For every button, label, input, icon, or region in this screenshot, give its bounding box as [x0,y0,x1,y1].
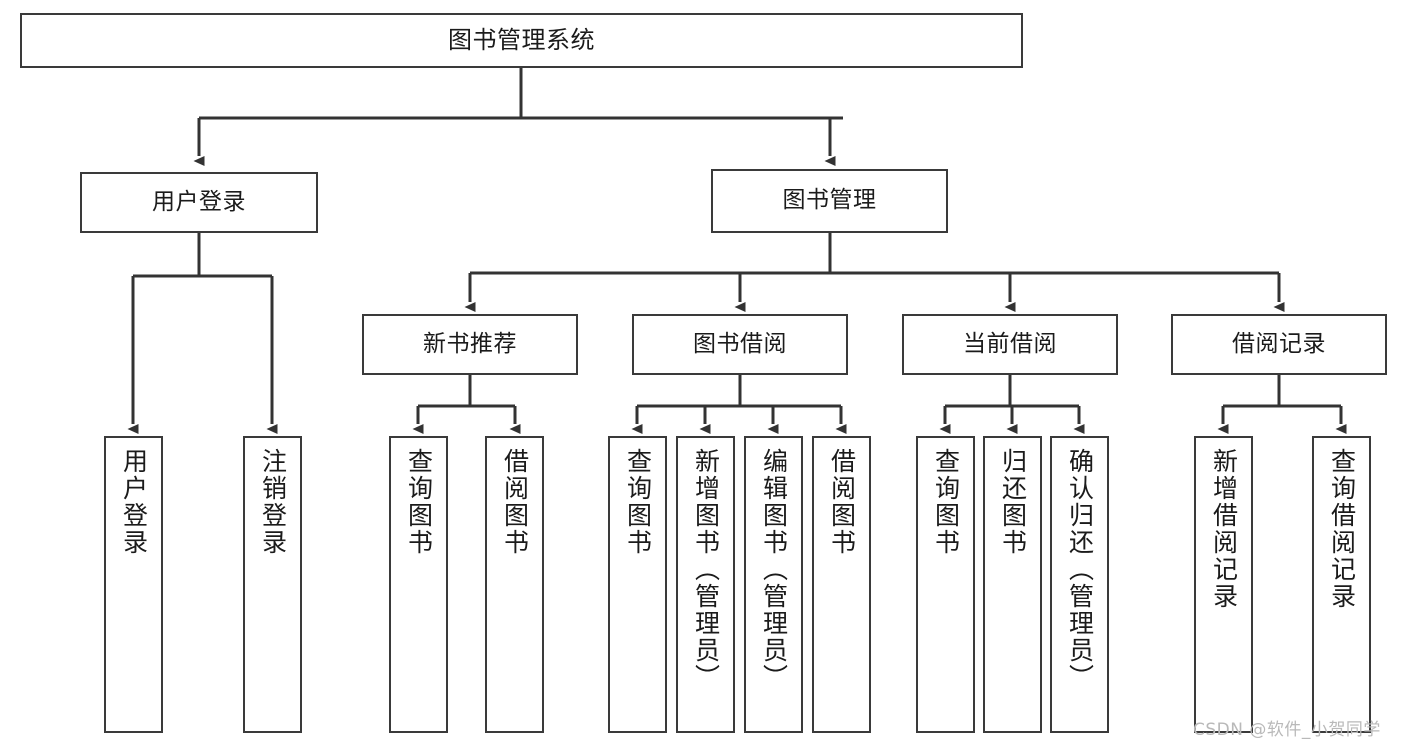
node-label: 新书推荐 [423,330,517,357]
node-leaf-user-login[interactable]: 用户登录 [104,436,163,733]
node-leaf-return-book[interactable]: 归还图书 [983,436,1042,733]
node-book-borrow[interactable]: 图书借阅 [632,314,848,375]
node-borrow-record[interactable]: 借阅记录 [1171,314,1387,375]
node-leaf-logout[interactable]: 注销登录 [243,436,302,733]
node-new-book-recommend[interactable]: 新书推荐 [362,314,578,375]
node-label: 图书借阅 [693,330,787,357]
node-label: 新增图书（管理员） [691,448,721,691]
node-leaf-add-borrow-record[interactable]: 新增借阅记录 [1194,436,1253,733]
node-label: 查询借阅记录 [1327,448,1357,610]
node-label: 查询图书 [404,448,434,556]
node-leaf-query-book-current[interactable]: 查询图书 [916,436,975,733]
node-label: 查询图书 [931,448,961,556]
node-label: 新增借阅记录 [1209,448,1239,610]
node-leaf-add-book-admin[interactable]: 新增图书（管理员） [676,436,735,733]
node-label: 编辑图书（管理员） [759,448,789,691]
node-label: 归还图书 [998,448,1028,556]
node-label: 图书管理 [782,187,877,214]
node-leaf-query-book-rec[interactable]: 查询图书 [389,436,448,733]
node-root-system[interactable]: 图书管理系统 [20,13,1023,68]
node-leaf-query-borrow-record[interactable]: 查询借阅记录 [1312,436,1371,733]
node-leaf-edit-book-admin[interactable]: 编辑图书（管理员） [744,436,803,733]
node-label: 当前借阅 [963,330,1057,357]
node-leaf-borrow-book-rec[interactable]: 借阅图书 [485,436,544,733]
node-label: 查询图书 [623,448,653,556]
node-label: 注销登录 [258,448,288,556]
node-user-login[interactable]: 用户登录 [80,172,318,233]
node-label: 用户登录 [152,188,246,215]
node-label: 用户登录 [119,448,149,556]
node-label: 借阅记录 [1232,330,1326,357]
node-label: 借阅图书 [827,448,857,556]
node-book-management[interactable]: 图书管理 [711,169,948,233]
node-current-borrow[interactable]: 当前借阅 [902,314,1118,375]
node-leaf-query-book[interactable]: 查询图书 [608,436,667,733]
node-leaf-borrow-book[interactable]: 借阅图书 [812,436,871,733]
csdn-watermark: CSDN @软件_小贺同学 [1193,720,1381,740]
node-label: 借阅图书 [500,448,530,556]
node-label: 确认归还（管理员） [1065,448,1095,691]
node-leaf-confirm-return-admin[interactable]: 确认归还（管理员） [1050,436,1109,733]
node-label: 图书管理系统 [448,26,595,55]
